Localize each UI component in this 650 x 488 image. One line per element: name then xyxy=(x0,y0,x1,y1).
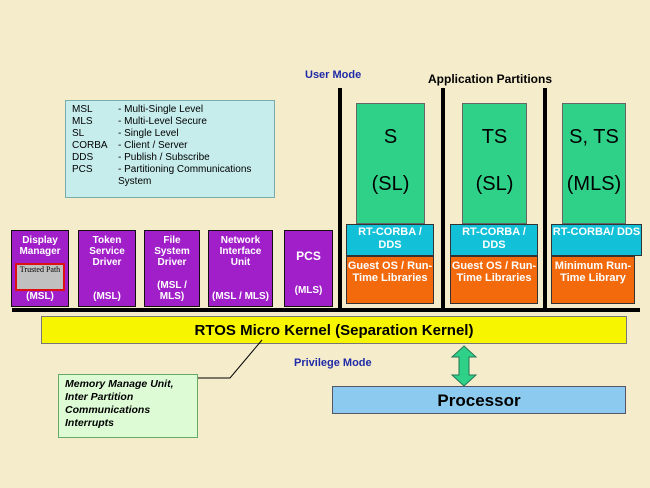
legend-key: DDS xyxy=(72,152,94,163)
legend-value: - Single Level xyxy=(118,128,179,139)
driver-title: Token Service Driver xyxy=(89,235,125,268)
middleware-box: RT-CORBA / DDS xyxy=(450,224,538,256)
middleware-box: RT-CORBA/ DDS xyxy=(551,224,642,256)
legend-value: - Publish / Subscribe xyxy=(118,152,210,163)
partition-class: TS xyxy=(481,126,508,148)
privilege-mode-label: Privilege Mode xyxy=(294,357,372,369)
base-divider xyxy=(12,308,640,312)
runtime-box: Guest OS / Run-Time Libraries xyxy=(346,256,434,304)
legend-value: - Multi-Single Level xyxy=(118,104,204,115)
partition-class: S xyxy=(383,126,398,148)
partition-level: (MLS) xyxy=(566,173,622,195)
pcs-box: PCS (MLS) xyxy=(284,230,333,307)
driver-level: (MSL / MLS) xyxy=(211,291,270,302)
driver-level: (MSL) xyxy=(26,291,54,302)
legend-row-pcs: PCS - Partitioning Communications System xyxy=(72,164,268,188)
legend-key: CORBA xyxy=(72,140,108,151)
legend-key: PCS xyxy=(72,164,93,175)
partition-level: (SL) xyxy=(371,173,410,195)
driver-title: File System Driver xyxy=(154,235,190,268)
legend-row-corba: CORBA - Client / Server xyxy=(72,140,268,152)
legend-row-mls: MLS - Multi-Level Secure xyxy=(72,116,268,128)
legend-value: - Multi-Level Secure xyxy=(118,116,207,127)
runtime-box: Guest OS / Run-Time Libraries xyxy=(450,256,538,304)
legend-key: MLS xyxy=(72,116,93,127)
legend-value: - Client / Server xyxy=(118,140,188,151)
partition-level: (SL) xyxy=(475,173,514,195)
legend-key: SL xyxy=(72,128,85,139)
rtos-micro-kernel-box: RTOS Micro Kernel (Separation Kernel) xyxy=(41,316,627,344)
legend-row-msl: MSL - Multi-Single Level xyxy=(72,104,268,116)
memory-management-note: Memory Manage Unit, Inter Partition Comm… xyxy=(58,374,198,438)
token-service-driver-box: Token Service Driver (MSL) xyxy=(78,230,136,307)
partition-separator xyxy=(441,88,445,308)
driver-title: Display Manager xyxy=(19,235,61,257)
driver-title: Network Interface Unit xyxy=(219,235,262,268)
partition-ts-box: TS (SL) xyxy=(462,103,527,224)
double-arrow-icon xyxy=(450,345,478,387)
partition-s-box: S (SL) xyxy=(356,103,425,224)
legend-value: - Partitioning Communications System xyxy=(118,164,252,187)
legend-row-dds: DDS - Publish / Subscribe xyxy=(72,152,268,164)
legend-row-sl: SL - Single Level xyxy=(72,128,268,140)
application-partitions-label: Application Partitions xyxy=(428,72,553,86)
driver-level: (MLS) xyxy=(294,285,323,296)
callout-connector xyxy=(198,339,263,379)
trusted-path-box: Trusted Path xyxy=(15,263,65,291)
network-interface-unit-box: Network Interface Unit (MSL / MLS) xyxy=(208,230,273,307)
driver-level: (MSL / MLS) xyxy=(157,280,187,302)
legend-key: MSL xyxy=(72,104,93,115)
partition-class: S, TS xyxy=(569,126,619,148)
display-manager-box: Display Manager Trusted Path (MSL) xyxy=(11,230,69,307)
middleware-box: RT-CORBA / DDS xyxy=(346,224,434,256)
partition-separator xyxy=(338,88,342,308)
partition-separator xyxy=(543,88,547,308)
processor-box: Processor xyxy=(332,386,626,414)
user-mode-label: User Mode xyxy=(305,69,362,81)
runtime-box: Minimum Run-Time Library xyxy=(551,256,635,304)
partition-s-ts-box: S, TS (MLS) xyxy=(562,103,626,224)
driver-level: (MSL) xyxy=(93,291,121,302)
file-system-driver-box: File System Driver (MSL / MLS) xyxy=(144,230,200,307)
driver-title: PCS xyxy=(296,249,321,263)
abbreviation-legend: MSL - Multi-Single Level MLS - Multi-Level… xyxy=(65,100,275,198)
